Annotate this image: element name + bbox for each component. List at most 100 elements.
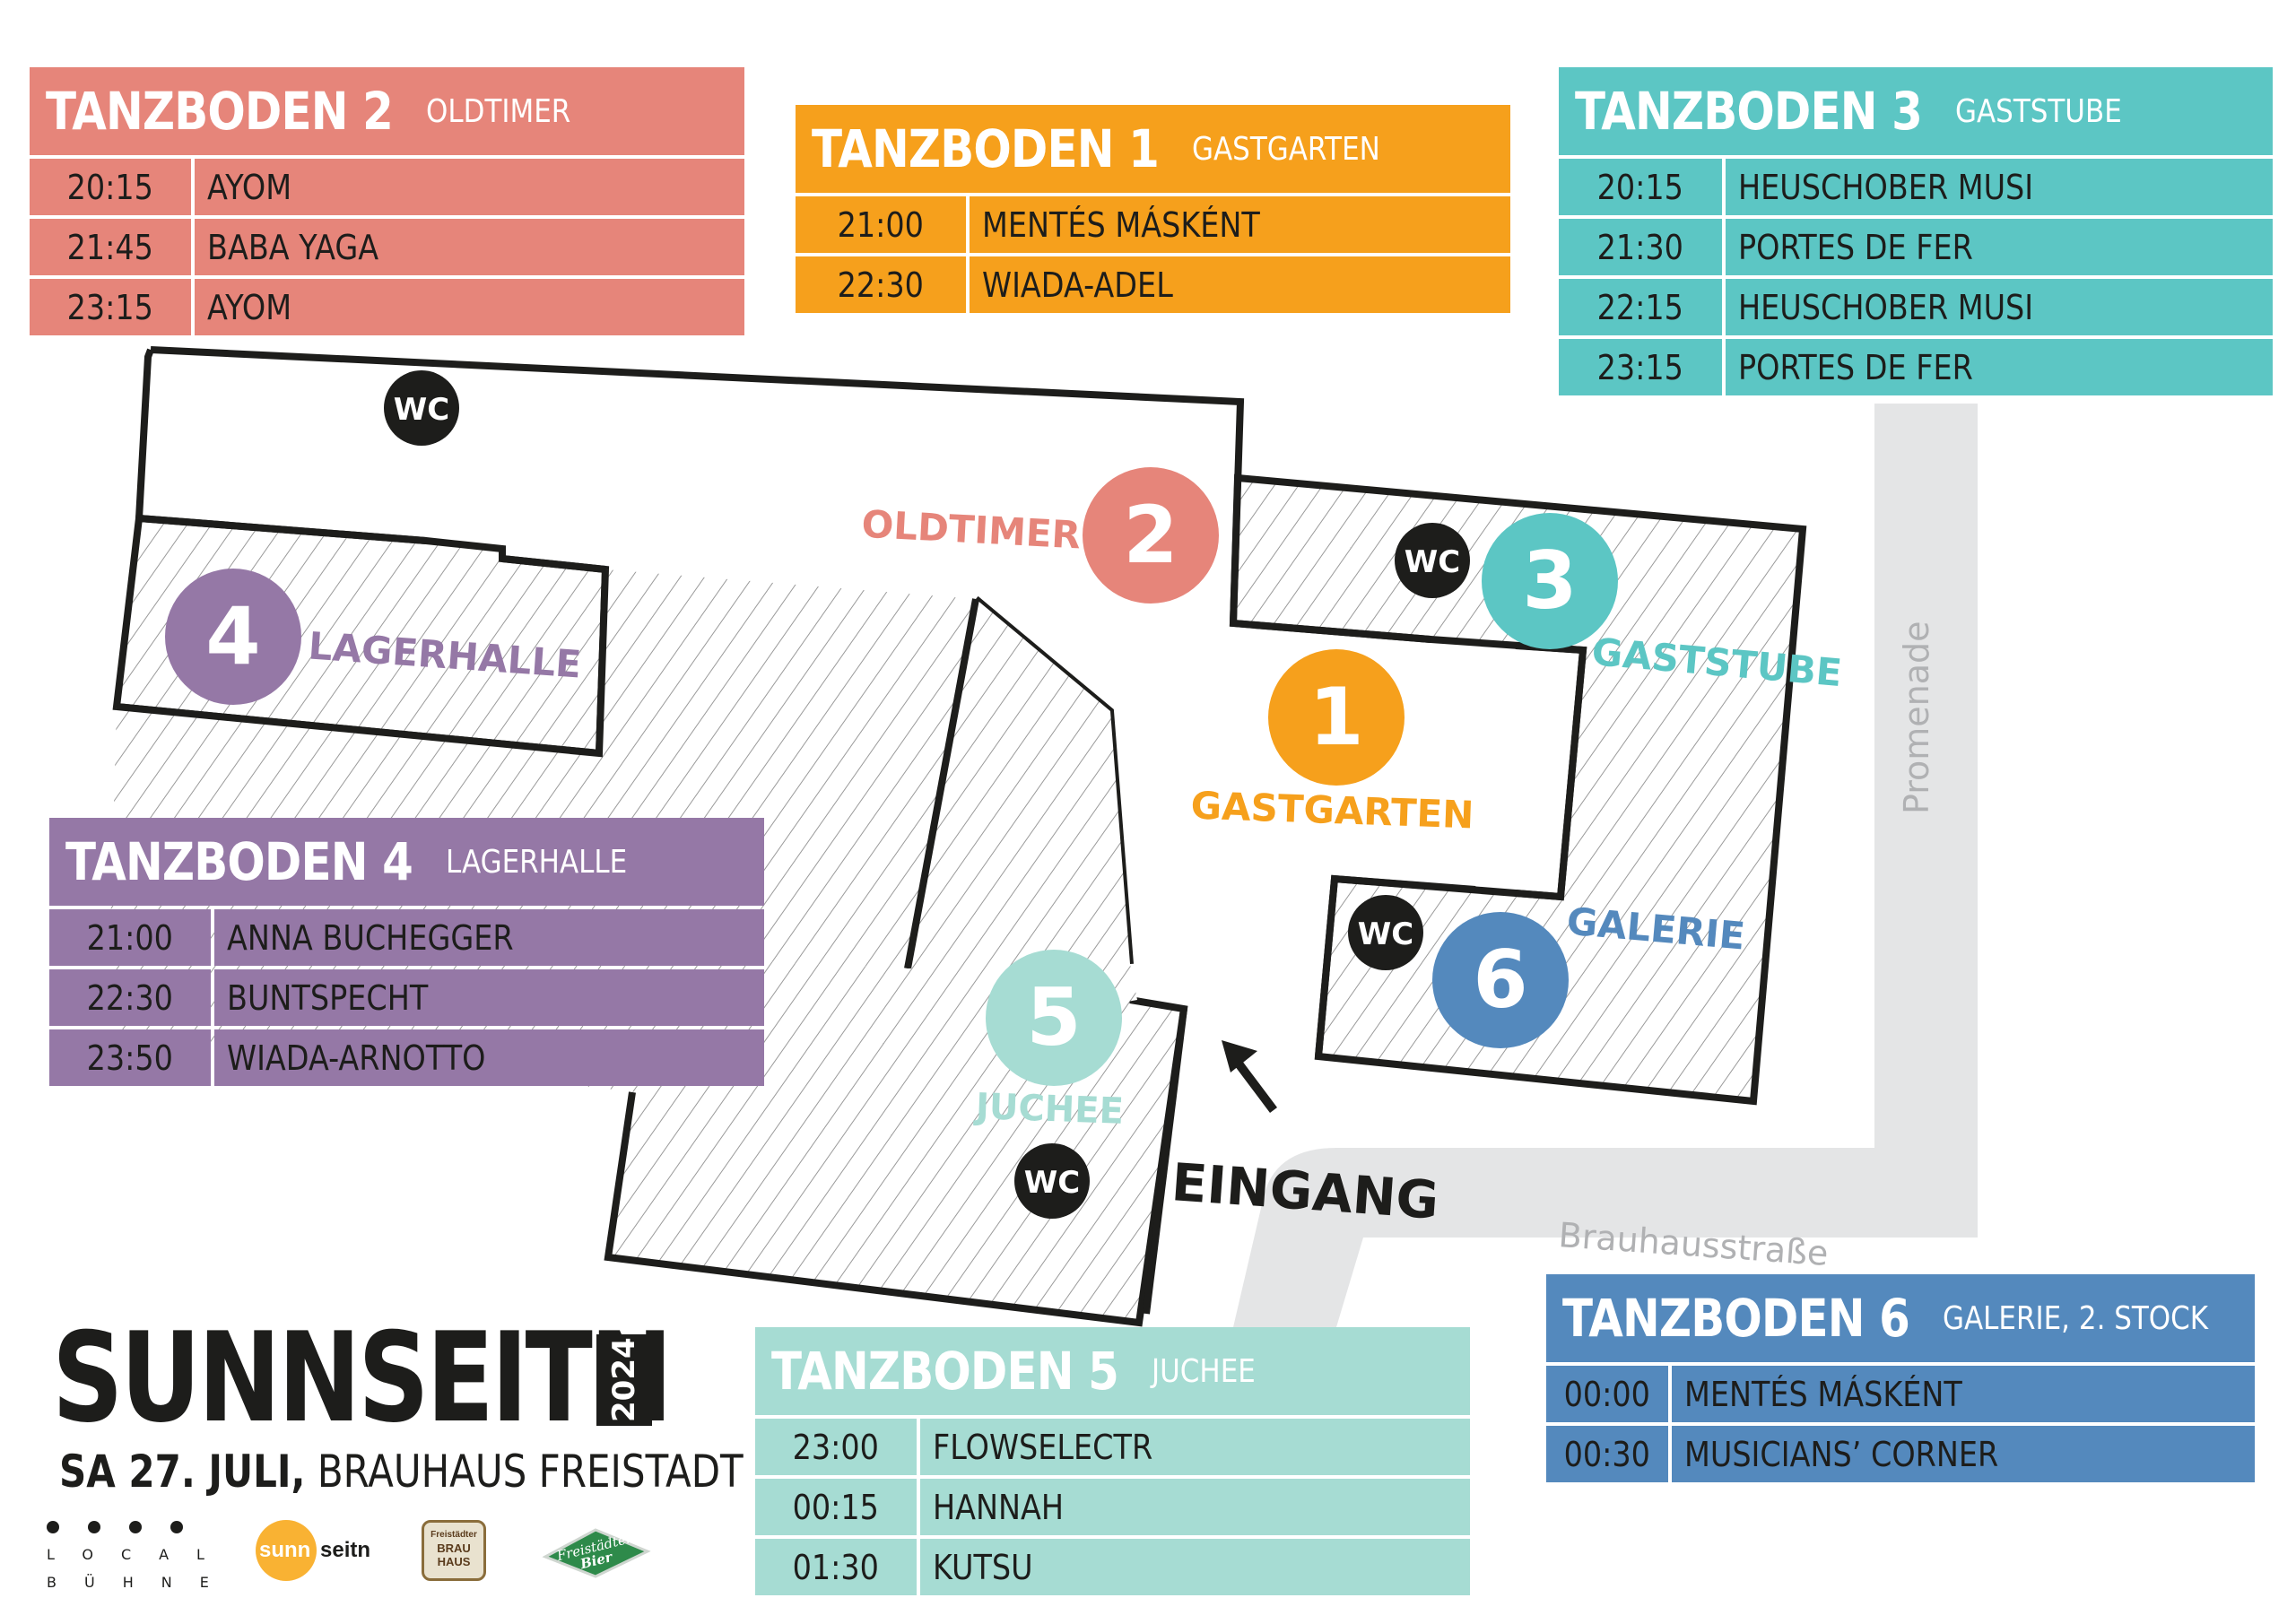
schedule-time: 00:00 [1546,1366,1668,1422]
arrow-up-left-icon [1222,1040,1257,1073]
panel-subtitle: LAGERHALLE [445,843,628,881]
svg-text:WC: WC [1358,916,1413,952]
year-box [596,1334,652,1426]
svg-text:6: 6 [1473,934,1527,1026]
schedule-time: 21:45 [30,219,191,275]
local-buehne-logo: LOCAL BÜHNE [47,1521,217,1591]
festival-year: 2024 [606,1337,642,1423]
panel-title: TANZBODEN 5 [771,1341,1119,1402]
schedule-time: 22:30 [796,256,966,313]
schedule-act: ANNA BUCHEGGER [214,909,764,966]
schedule-act: HEUSCHOBER MUSI [1726,159,2273,215]
panel-subtitle: GASTGARTEN [1191,130,1380,168]
panel-title: TANZBODEN 1 [812,118,1160,179]
schedule-act: MENTÉS MÁSKÉNT [970,196,1510,253]
festival-date: SA 27. JULI, BRAUHAUS FREISTADT [59,1446,744,1498]
wc-marker-juchee: WC [1014,1143,1090,1219]
schedule-time: 01:30 [755,1539,917,1595]
panel-header: TANZBODEN 2 OLDTIMER [30,67,744,155]
schedule-time: 22:15 [1559,279,1722,335]
schedule-time: 21:30 [1559,219,1722,275]
schedule-time: 23:15 [1559,339,1722,395]
panel-subtitle: GASTSTUBE [1954,92,2122,130]
venue-marker-2: 2 OLDTIMER [860,467,1219,604]
schedule-act: HANNAH [920,1479,1470,1535]
panel-subtitle: OLDTIMER [425,92,571,130]
wc-markers: WC WC WC WC [384,370,1470,1219]
sun-icon [256,1520,317,1581]
freistaedter-bier-logo: Freistädter Bier [542,1528,651,1578]
schedule-time: 21:00 [796,196,966,253]
venue-marker-5: 5 JUCHEE [972,950,1125,1133]
schedule-act: PORTES DE FER [1726,339,2273,395]
panel-title: TANZBODEN 3 [1575,81,1923,142]
panel-header: TANZBODEN 3 GASTSTUBE [1559,67,2273,155]
svg-text:1: 1 [1309,671,1363,763]
schedule-time: 20:15 [1559,159,1722,215]
svg-text:WC: WC [394,392,449,428]
schedule-act: HEUSCHOBER MUSI [1726,279,2273,335]
schedule-time: 23:00 [755,1419,917,1475]
panel-header: TANZBODEN 4 LAGERHALLE [49,818,764,906]
schedule-act: AYOM [195,159,744,215]
schedule-act: MENTÉS MÁSKÉNT [1672,1366,2255,1422]
building-outlines [135,346,1587,1315]
schedule-act: BUNTSPECHT [214,969,764,1026]
wc-marker-oldtimer: WC [384,370,459,446]
schedule-time: 22:30 [49,969,211,1026]
schedule-act: BABA YAGA [195,219,744,275]
schedule-time: 20:15 [30,159,191,215]
svg-text:JUCHEE: JUCHEE [972,1086,1124,1133]
wc-marker-gaststube: WC [1395,523,1470,598]
schedule-time: 23:50 [49,1029,211,1086]
entrance-marker: EINGANG [1170,1040,1440,1231]
schedule-act: MUSICIANS’ CORNER [1672,1426,2255,1482]
panel-title: TANZBODEN 2 [46,81,394,142]
schedule-act: KUTSU [920,1539,1470,1595]
svg-text:4: 4 [205,590,260,682]
street-label-promenade: Promenade [1897,621,1936,814]
schedule-time: 00:30 [1546,1426,1668,1482]
schedule-time: 00:15 [755,1479,917,1535]
venue-marker-1: 1 GASTGARTEN [1190,649,1474,838]
svg-text:5: 5 [1026,971,1081,1064]
svg-text:GASTGARTEN: GASTGARTEN [1190,784,1474,838]
svg-text:WC: WC [1405,544,1460,580]
streets [1233,404,1978,1327]
schedule-act: WIADA-ARNOTTO [214,1029,764,1086]
festival-name: SUNNSEITN [52,1306,673,1450]
panel-header: TANZBODEN 1 GASTGARTEN [796,105,1510,193]
panel-subtitle: GALERIE, 2. STOCK [1942,1299,2209,1337]
svg-text:WC: WC [1024,1165,1080,1201]
panel-title: TANZBODEN 6 [1562,1288,1910,1349]
schedule-act: AYOM [195,279,744,335]
wc-marker-galerie: WC [1348,895,1423,970]
schedule-time: 21:00 [49,909,211,966]
panel-title: TANZBODEN 4 [65,831,413,892]
schedule-act: FLOWSELECTR [920,1419,1470,1475]
svg-text:2: 2 [1123,489,1178,581]
